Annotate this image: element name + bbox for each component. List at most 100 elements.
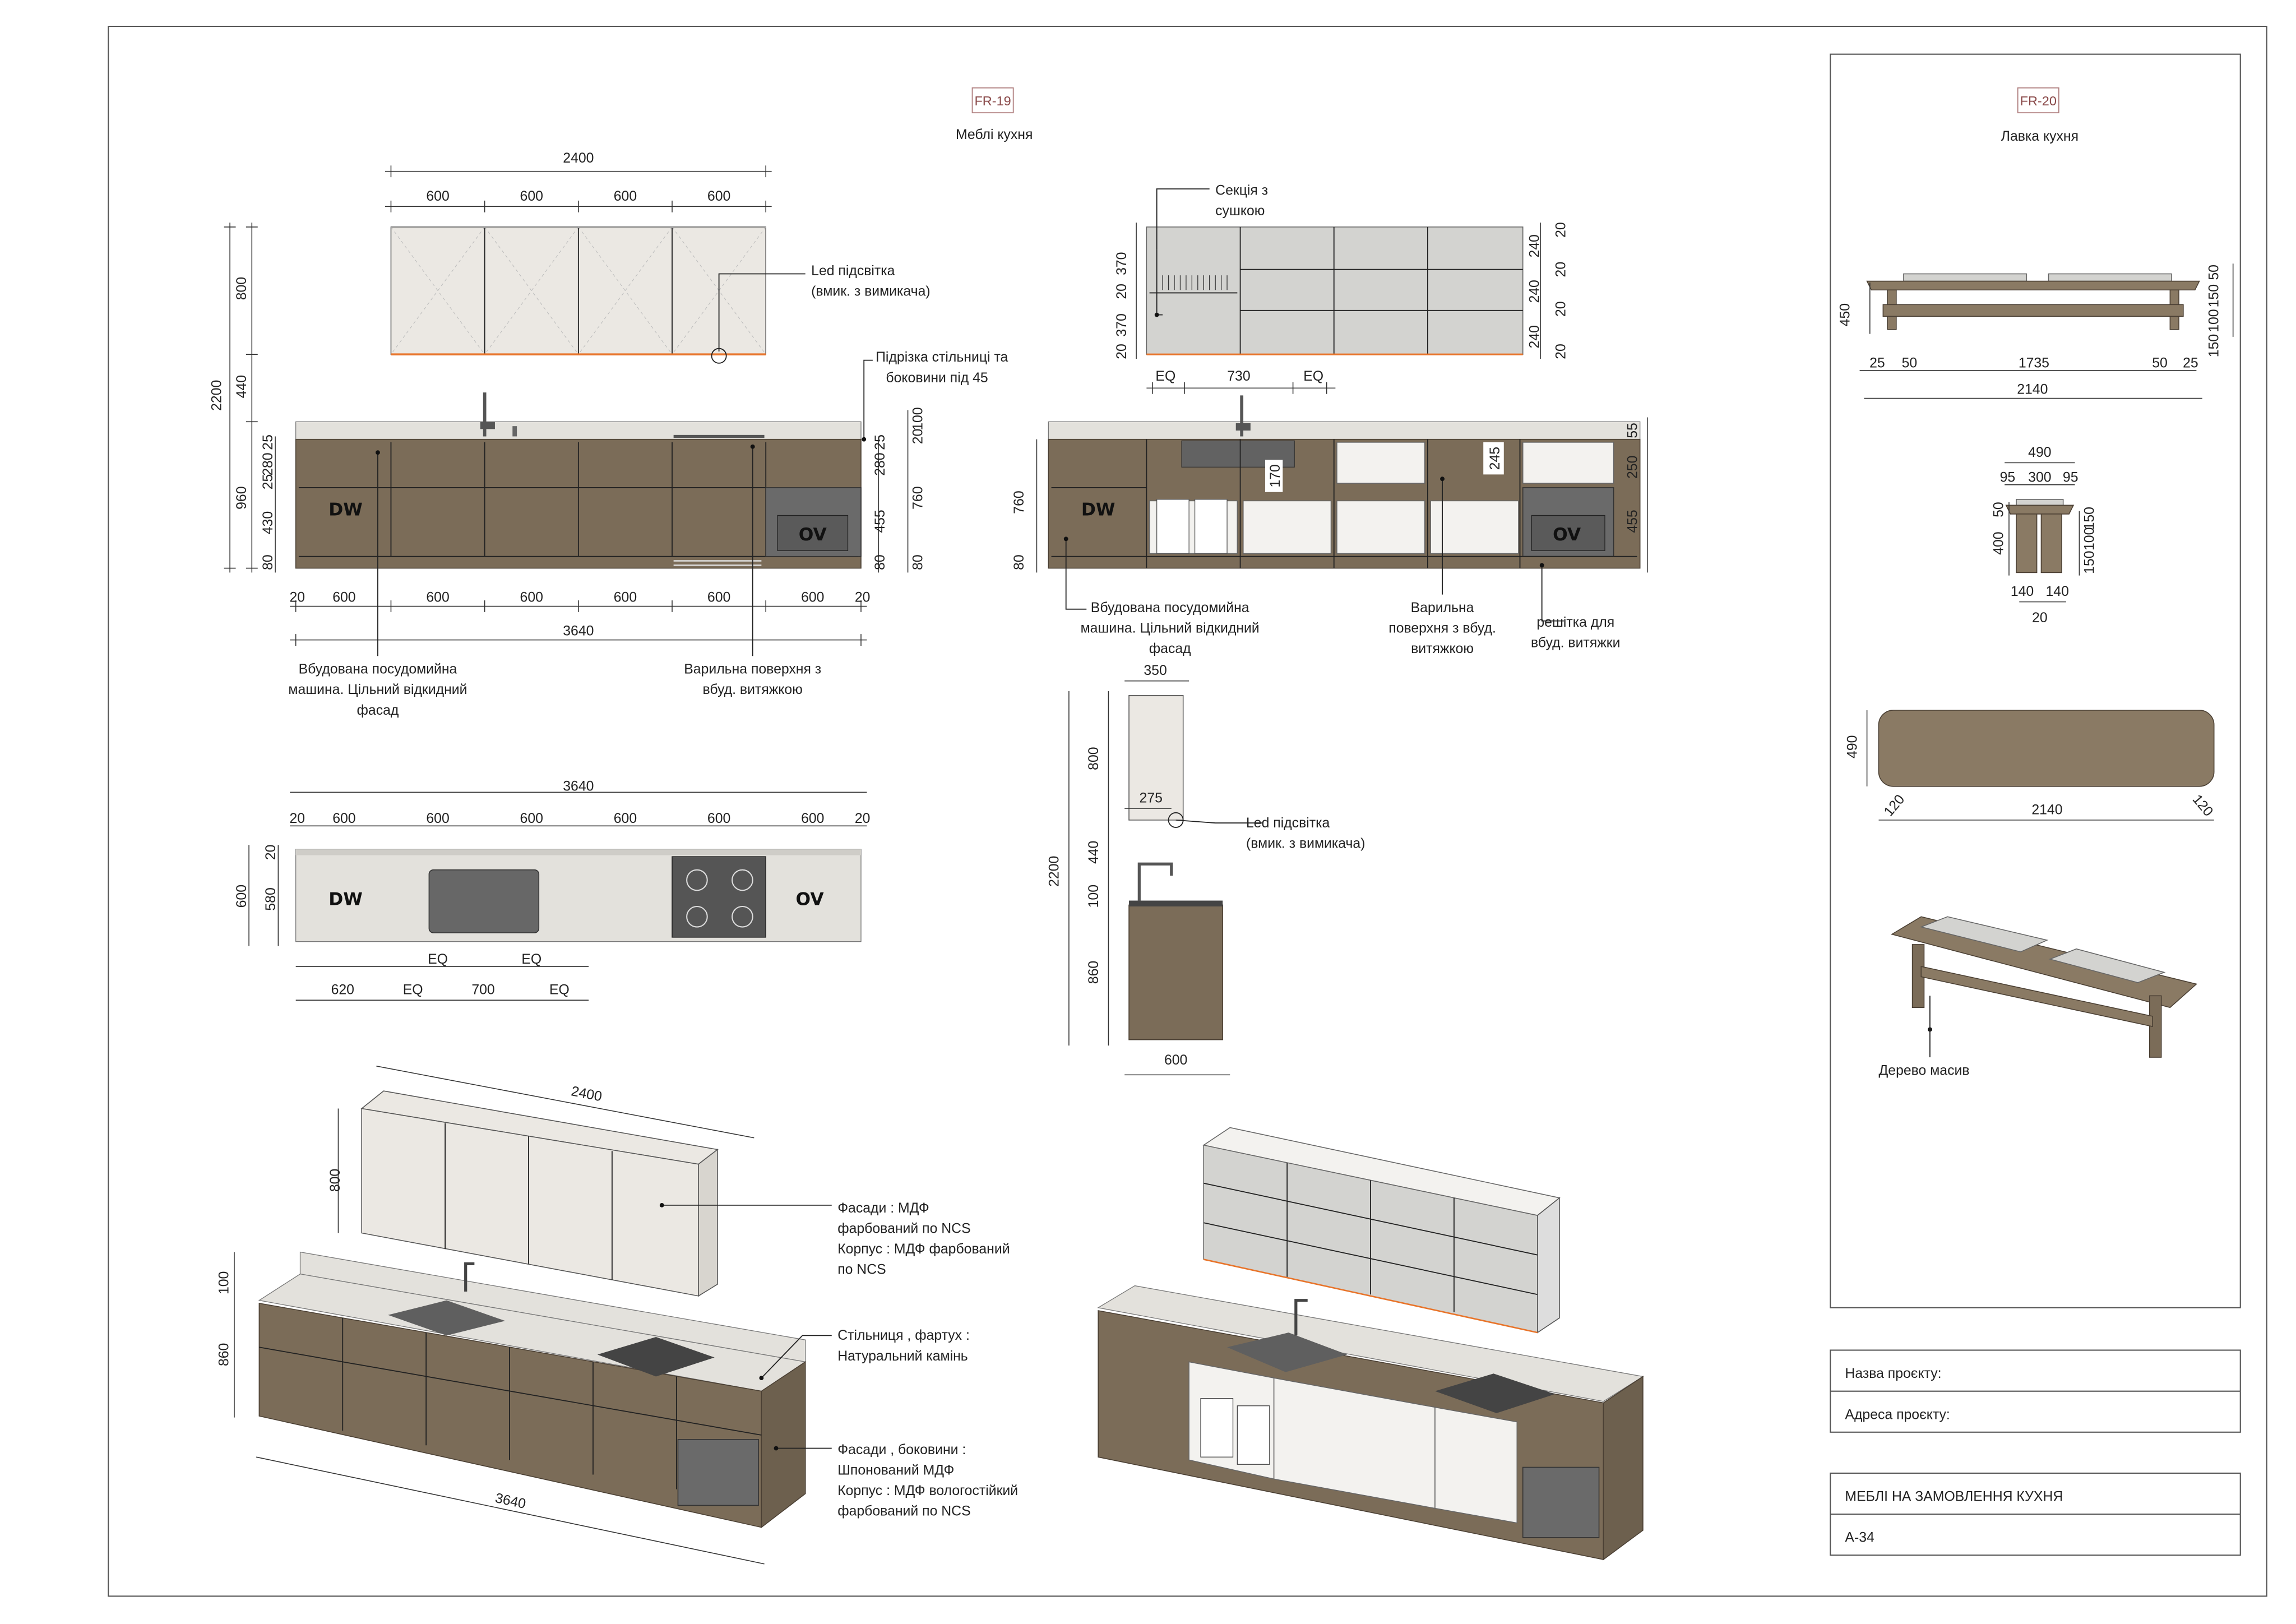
dimension-label: EQ — [1155, 369, 1175, 384]
drawing-shape — [1203, 1259, 1538, 1334]
dimension-label: витяжкою — [1411, 641, 1474, 656]
drawing-shape — [1891, 916, 2198, 1008]
dimension-label: Фасади : МДФ — [837, 1201, 929, 1216]
drawing-shape — [862, 437, 867, 442]
dimension-label: 455 — [873, 510, 888, 533]
dimension-label: 150 — [2207, 334, 2222, 357]
dimension-label: 100 — [2207, 309, 2222, 332]
dimension-label: EQ — [1303, 369, 1323, 384]
drawing-shape — [376, 450, 380, 455]
dimension-label: 20 — [1553, 301, 1568, 317]
drawing-shape — [1051, 439, 1637, 568]
title-block: Назва проєкту: Адреса проєкту: МЕБЛІ НА … — [1830, 1349, 2241, 1556]
dimension-label: 20 — [855, 590, 871, 605]
drawing-shape — [673, 434, 765, 438]
dimension-label: 430 — [261, 511, 276, 534]
drawing-shape — [1235, 423, 1251, 431]
drawing-shape — [1149, 226, 1523, 355]
drawing-shape — [1878, 710, 2215, 787]
dimension-label: 95 — [2063, 470, 2079, 485]
dimension-label: 580 — [263, 887, 279, 910]
drawing-shape — [1866, 280, 2200, 291]
drawing-shape — [2048, 273, 2172, 282]
drawing-shape — [1603, 1376, 1644, 1561]
dimension-label: 600 — [707, 189, 730, 204]
dimension-label: 50 — [1902, 356, 1918, 371]
project-name-label: Назва проєкту: — [1845, 1366, 1941, 1381]
drawing-shape — [732, 869, 753, 891]
dimension-label: 150 — [2207, 284, 2222, 307]
fr20-bench: FR-20 Лавка кухня 450 25 50 1735 50 25 2… — [1837, 87, 2234, 1078]
drawing-shape — [759, 1376, 764, 1381]
dimension-label: машина. Цільний відкидний — [1081, 621, 1260, 636]
drawing-shape — [732, 905, 753, 928]
dimension-label: 3640 — [563, 779, 594, 794]
dimension-label: 960 — [234, 486, 249, 509]
drawing-shape — [1434, 1406, 1518, 1524]
dimension-label: 450 — [1837, 303, 1853, 326]
drawing-shape — [1194, 499, 1228, 554]
dimension-label: 280 — [261, 452, 276, 475]
drawing-shape — [2005, 462, 2080, 603]
drawing-shape — [1294, 1299, 1308, 1336]
drawing-shape — [2017, 87, 2059, 114]
bench-material-note: Дерево масив — [1879, 1063, 1970, 1078]
drawing-shape — [1483, 442, 1504, 475]
hob-plan — [672, 856, 766, 938]
fr19-header: FR-19 Меблі кухня — [956, 87, 1033, 142]
dimension-label: 275 — [1140, 791, 1163, 806]
drawing-shape — [711, 348, 727, 364]
project-address-label: Адреса проєкту: — [1845, 1407, 1950, 1422]
dimension-label: 490 — [1845, 735, 1860, 758]
dimension-label: 860 — [1086, 961, 1101, 984]
dimension-label: 2400 — [563, 151, 594, 166]
open-elevation: Секція з сушкою 370 20 370 20 240 240 24… — [1012, 183, 1648, 656]
drawing-shape — [1036, 417, 1648, 573]
dimension-label: 700 — [471, 983, 494, 998]
dimension-label: Варильна — [1411, 600, 1474, 616]
dimension-label: 140 — [2011, 584, 2034, 599]
drawing-shape — [2005, 505, 2075, 515]
dimension-label: 600 — [332, 811, 355, 826]
drawing-shape — [686, 869, 708, 891]
dimension-label: (вмик. з вимикача) — [811, 284, 930, 299]
dimension-label: 600 — [520, 811, 543, 826]
drawing-shape — [1435, 1373, 1556, 1413]
dimension-label: вбуд. витяжки — [1531, 636, 1620, 651]
dimension-label: OV — [1553, 525, 1581, 545]
dimension-label: 20 — [263, 845, 279, 860]
front-elevation: DW OV 2400 600 600 600 600 2200 800 440 … — [209, 151, 1008, 718]
drawing-shape — [1128, 904, 1224, 1040]
dimension-label: DW — [328, 889, 363, 909]
dimension-label: 600 — [520, 590, 543, 605]
drawing-shape — [1129, 900, 1223, 906]
drawing-shape — [750, 444, 755, 449]
dimension-label: 600 — [332, 590, 355, 605]
drawing-shape — [388, 1300, 506, 1336]
dimension-label: Корпус : МДФ вологостійкий — [837, 1483, 1018, 1498]
dimension-label: 20 — [1114, 344, 1130, 359]
dimension-label: 800 — [234, 277, 249, 300]
drawing-shape — [259, 1318, 762, 1489]
dimension-label: 50 — [2152, 356, 2168, 371]
drawing-shape — [484, 226, 673, 355]
dimension-label: 2200 — [209, 380, 224, 411]
dimension-label: 370 — [1114, 313, 1130, 336]
dimension-label: 240 — [1527, 280, 1542, 303]
drawing-shape — [464, 1262, 475, 1292]
dimension-label: 600 — [707, 590, 730, 605]
drawing-shape — [2048, 948, 2166, 983]
ov-label: OV — [799, 525, 827, 545]
fr20-tag: FR-20 — [2020, 94, 2057, 108]
dimension-label: сушкою — [1215, 203, 1265, 219]
isometric-open — [1097, 1127, 1644, 1561]
dimension-label: 490 — [2028, 445, 2051, 460]
dimension-label: 800 — [328, 1169, 343, 1192]
dimension-label: Вбудована посудомийна — [1091, 600, 1249, 616]
drawing-shape — [385, 165, 772, 212]
dimension-label: вбуд. витяжкою — [703, 682, 803, 697]
dimension-label: EQ — [521, 952, 541, 967]
drawing-shape — [659, 1202, 664, 1207]
dimension-label: фасад — [357, 703, 399, 718]
